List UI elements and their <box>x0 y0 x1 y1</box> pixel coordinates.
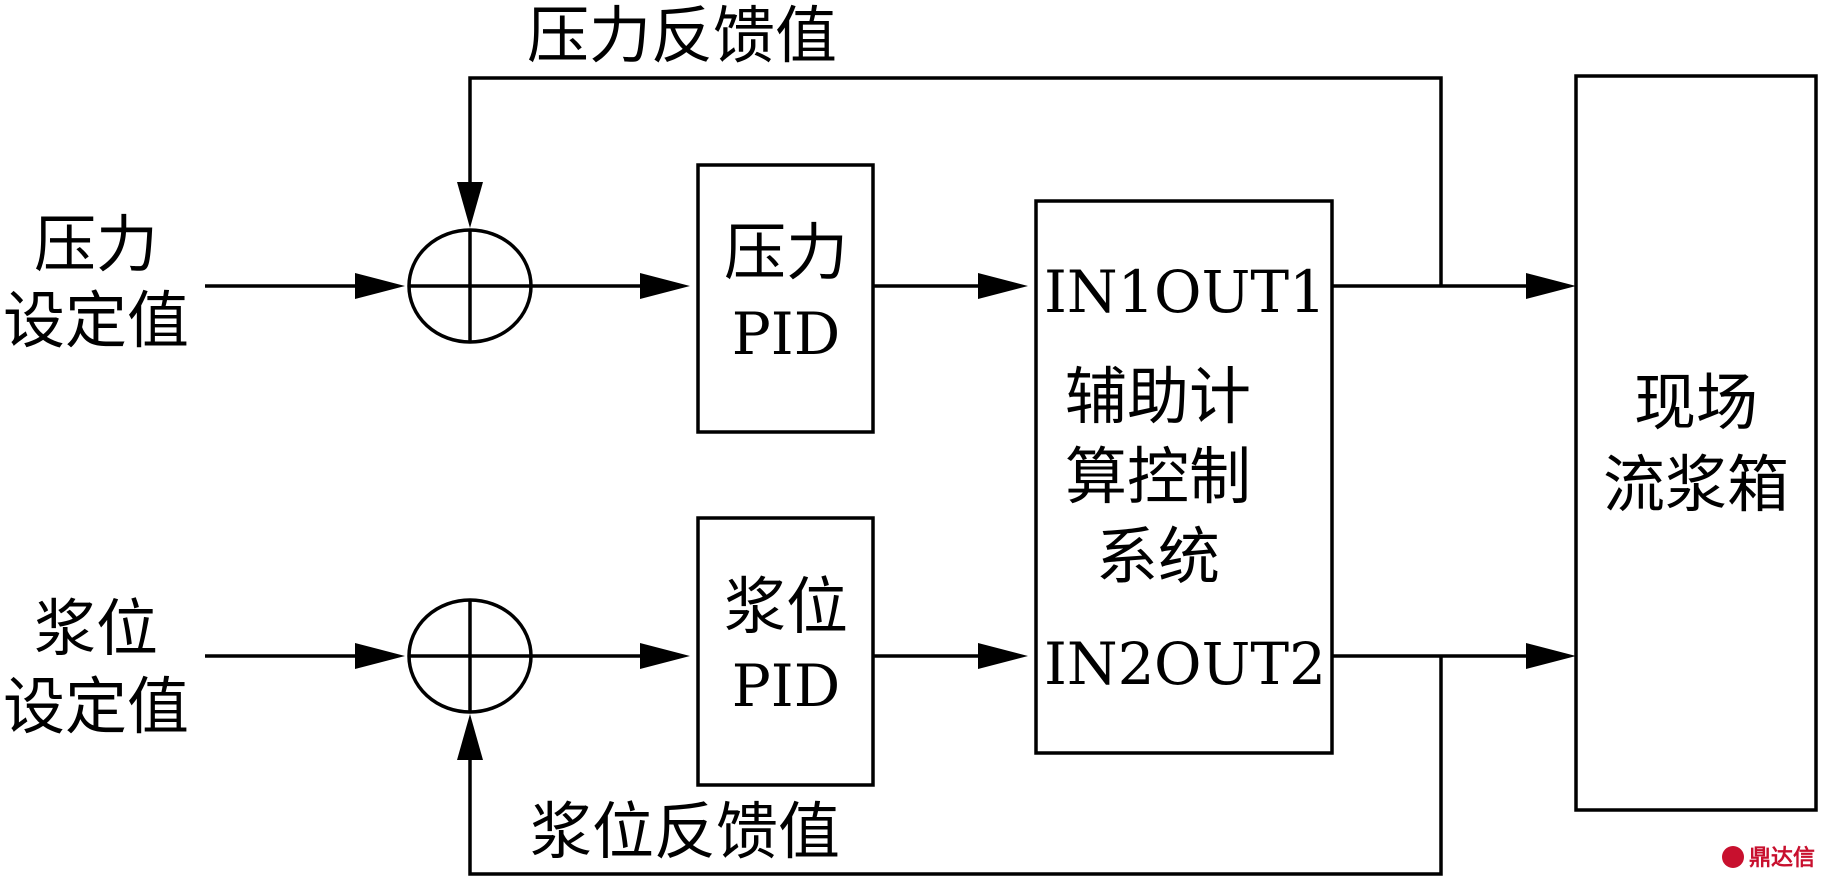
aux-system-label-3: 系统 <box>1096 520 1220 593</box>
aux-in1-label: IN1 <box>1044 258 1155 326</box>
level-setpoint-label-2: 设定值 <box>3 670 189 743</box>
pressure-pid-label-2: PID <box>732 300 840 368</box>
level-feedback-path <box>468 656 1443 876</box>
pressure-pid-block <box>696 163 875 434</box>
watermark-text: 鼎达信 <box>1749 845 1815 871</box>
headbox-block <box>1574 74 1818 812</box>
out1-to-headbox-arrowhead <box>1526 273 1576 299</box>
pressure-junction-to-pid-arrowhead <box>640 273 690 299</box>
aux-control-system-block <box>1034 199 1334 755</box>
pressure-pid-label-1: 压力 <box>724 216 848 289</box>
headbox-label-2: 流浆箱 <box>1603 448 1789 521</box>
pressure-setpoint-arrowhead <box>355 273 405 299</box>
headbox-label-1: 现场 <box>1634 366 1758 439</box>
level-feedback-label: 浆位反馈值 <box>530 795 840 868</box>
pressure-pid-to-aux-arrowhead <box>978 273 1028 299</box>
level-pid-label-1: 浆位 <box>724 570 848 643</box>
pressure-feedback-arrowhead <box>457 182 483 228</box>
pressure-setpoint-label-1: 压力 <box>34 208 158 281</box>
level-pid-block <box>696 516 875 787</box>
level-setpoint-label-1: 浆位 <box>34 592 158 665</box>
pressure-feedback-label: 压力反馈值 <box>527 0 837 72</box>
level-junction-to-pid-arrowhead <box>640 643 690 669</box>
out2-to-headbox-arrowhead <box>1526 643 1576 669</box>
level-pid-label-2: PID <box>732 652 840 720</box>
level-setpoint-arrowhead <box>355 643 405 669</box>
aux-system-label-2: 算控制 <box>1065 440 1251 513</box>
level-pid-to-aux-arrowhead <box>978 643 1028 669</box>
pressure-setpoint-label-2: 设定值 <box>3 284 189 357</box>
aux-out1-label: OUT1 <box>1154 258 1326 326</box>
aux-out2-label: OUT2 <box>1154 630 1326 698</box>
aux-system-label-1: 辅助计 <box>1065 360 1251 433</box>
aux-in2-label: IN2 <box>1044 630 1155 698</box>
watermark-logo-icon <box>1722 846 1744 868</box>
pressure-feedback-path <box>468 76 1443 286</box>
level-feedback-arrowhead <box>457 714 483 760</box>
